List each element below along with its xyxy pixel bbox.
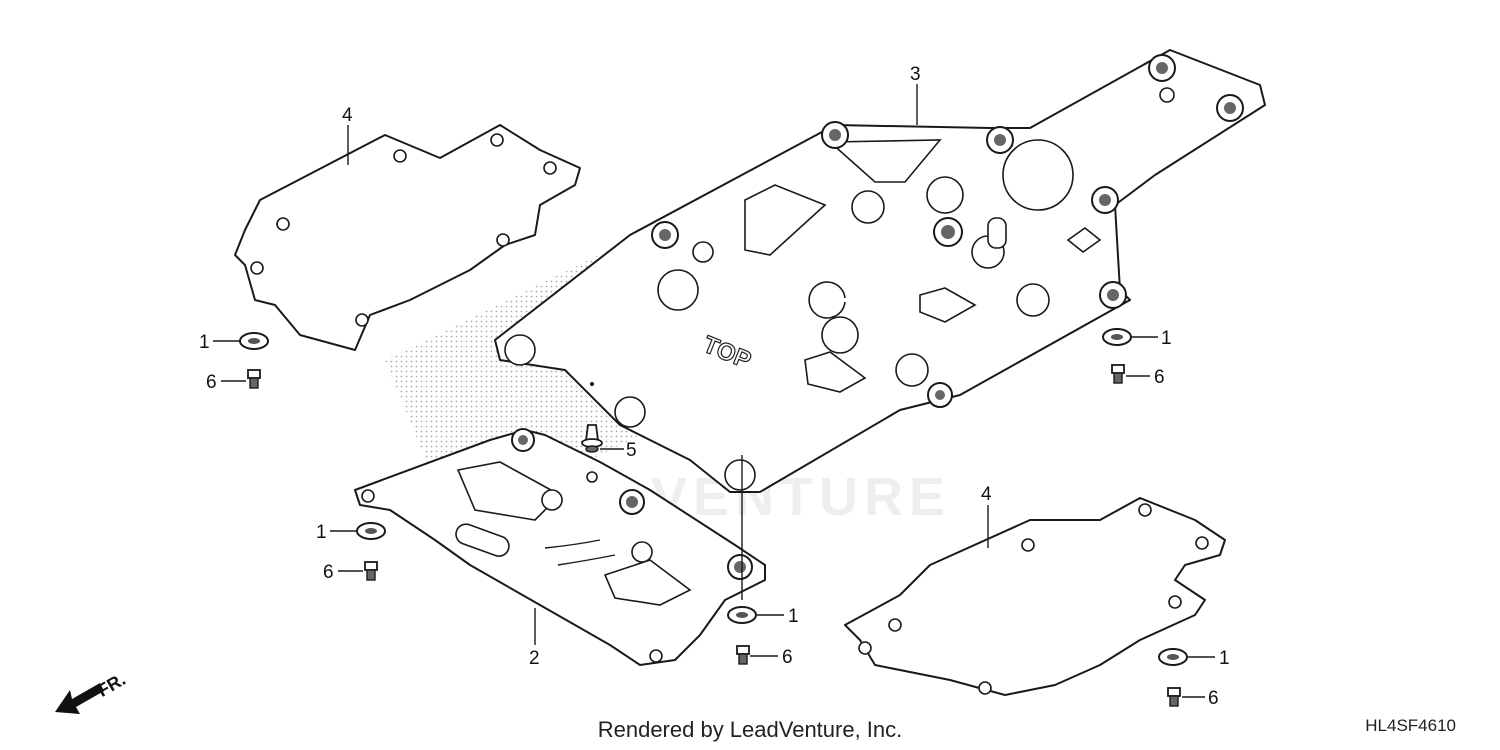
bolt-icons <box>247 364 1181 707</box>
callout-6: 6 <box>323 562 334 583</box>
bolt-icon <box>1111 364 1125 384</box>
leader-lines <box>213 84 1215 698</box>
grommet <box>651 54 1244 408</box>
bolt-icon <box>364 561 378 581</box>
washer-icon <box>727 606 757 624</box>
arrow-icon <box>55 683 104 714</box>
fr-label: FR. <box>94 669 129 701</box>
callouts: 3 4 4 2 5 1 6 1 6 1 6 1 6 1 6 <box>199 64 1230 709</box>
grommet <box>511 428 753 580</box>
washer-icon <box>239 332 269 350</box>
skid-plate-3: TOP <box>494 49 1266 493</box>
bolt-icon <box>247 369 261 389</box>
callout-6: 6 <box>782 647 793 668</box>
front-direction-arrow: FR. <box>55 669 129 714</box>
callout-6: 6 <box>206 372 217 393</box>
callout-1: 1 <box>788 606 799 627</box>
callout-5: 5 <box>626 440 637 461</box>
washer-icon <box>1158 648 1188 666</box>
callout-1: 1 <box>1161 328 1172 349</box>
callout-1: 1 <box>1219 648 1230 669</box>
callout-4-right: 4 <box>981 484 992 505</box>
front-plate-2 <box>354 428 766 666</box>
callout-1: 1 <box>316 522 327 543</box>
footer-credit: Rendered by LeadVenture, Inc. <box>597 717 903 742</box>
washer-icon <box>356 522 386 540</box>
bolt-icon <box>1167 687 1181 707</box>
side-guard-4-right <box>844 497 1226 696</box>
callout-6: 6 <box>1154 367 1165 388</box>
push-clip-5 <box>581 424 603 453</box>
callout-4-left: 4 <box>342 105 353 126</box>
bolt-icon <box>736 645 750 665</box>
callout-6: 6 <box>1208 688 1219 709</box>
diagram-code: HL4SF4610 <box>1365 716 1456 735</box>
washer-icon <box>1102 328 1132 346</box>
callout-1: 1 <box>199 332 210 353</box>
side-guard-4-left <box>234 124 581 351</box>
callout-2: 2 <box>529 648 540 669</box>
callout-3: 3 <box>910 64 921 85</box>
